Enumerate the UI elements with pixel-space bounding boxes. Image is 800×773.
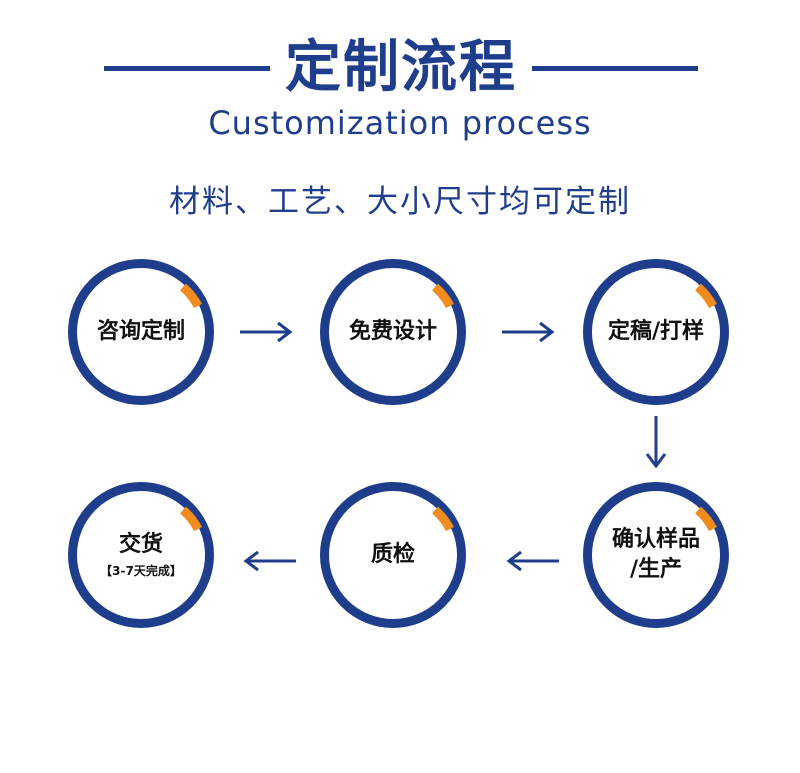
step-label: 免费设计: [348, 319, 437, 344]
step-label: 质检: [370, 542, 415, 567]
step-consult: 咨询定制: [68, 259, 214, 405]
step-sublabel: 【3-7天完成】: [100, 564, 182, 578]
arrow-left-icon: [506, 550, 559, 572]
page-subtitle: Customization process: [208, 104, 592, 142]
step-quality-check: 质检: [320, 482, 466, 628]
arrow-down-icon: [645, 416, 667, 469]
arrow-right-icon: [502, 321, 555, 343]
step-confirm-production: 确认样品 /生产: [583, 482, 729, 628]
title-divider-left: [104, 66, 270, 71]
title-divider-right: [532, 66, 698, 71]
arrow-right-icon: [240, 321, 293, 343]
step-proof-sample: 定稿/打样: [583, 259, 729, 405]
step-label: 定稿/打样: [607, 319, 705, 344]
step-label: 交货: [118, 532, 163, 557]
arrow-left-icon: [243, 550, 296, 572]
step-free-design: 免费设计: [320, 259, 466, 405]
header: 定制流程: [0, 30, 800, 110]
step-label-line2: /生产: [629, 557, 683, 582]
step-label: 咨询定制: [96, 319, 185, 344]
page-title: 定制流程: [285, 35, 517, 100]
step-label-line1: 确认样品: [611, 527, 700, 552]
tagline: 材料、工艺、大小尺寸均可定制: [169, 184, 631, 220]
step-delivery: 交货 【3-7天完成】: [68, 482, 214, 628]
